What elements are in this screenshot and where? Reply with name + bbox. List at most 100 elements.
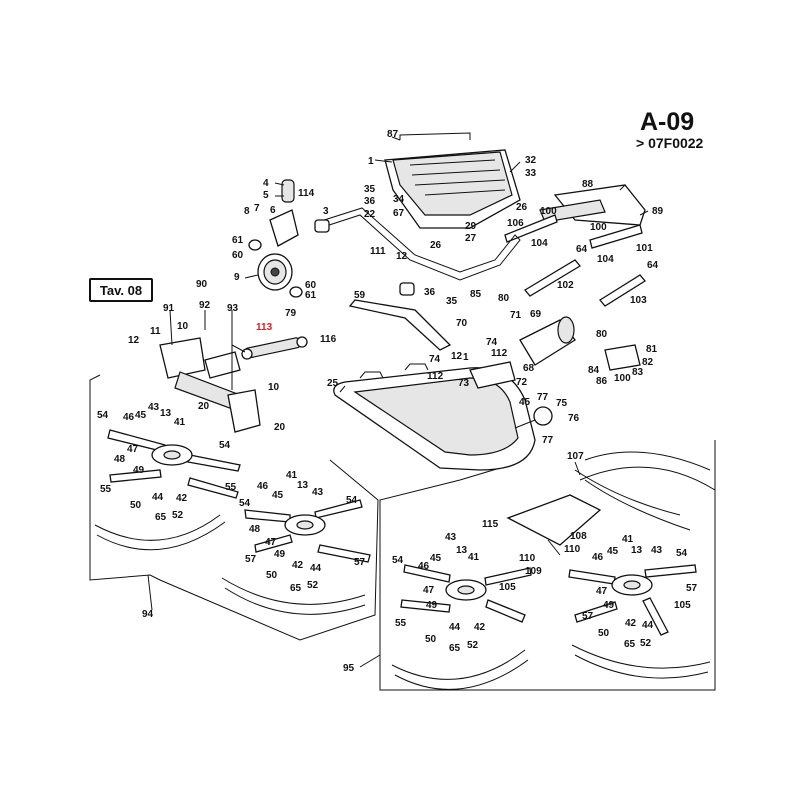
label-103[interactable]: 103 [630, 295, 647, 306]
label-46d[interactable]: 46 [592, 552, 604, 563]
label-81[interactable]: 81 [646, 344, 658, 355]
label-45d[interactable]: 45 [430, 553, 442, 564]
label-74b[interactable]: 74 [429, 354, 441, 365]
label-100[interactable]: 100 [540, 206, 557, 217]
label-107[interactable]: 107 [567, 451, 584, 462]
label-57b[interactable]: 57 [354, 557, 366, 568]
label-59[interactable]: 59 [354, 290, 366, 301]
label-83[interactable]: 83 [632, 367, 644, 378]
label-54[interactable]: 54 [97, 410, 109, 421]
label-70[interactable]: 70 [456, 318, 468, 329]
label-64[interactable]: 64 [576, 244, 588, 255]
label-111[interactable]: 111 [370, 246, 386, 257]
label-13c[interactable]: 13 [456, 545, 468, 556]
label-104b[interactable]: 104 [597, 254, 614, 265]
label-43[interactable]: 43 [148, 402, 160, 413]
label-35b[interactable]: 35 [446, 296, 458, 307]
label-61[interactable]: 61 [232, 235, 244, 246]
label-34[interactable]: 34 [393, 194, 405, 205]
label-116[interactable]: 116 [320, 334, 337, 345]
label-115[interactable]: 115 [482, 519, 499, 530]
label-67[interactable]: 67 [393, 208, 405, 219]
label-10b[interactable]: 10 [268, 382, 280, 393]
label-64b[interactable]: 64 [647, 260, 659, 271]
label-114[interactable]: 114 [298, 188, 315, 199]
label-57c[interactable]: 57 [686, 583, 698, 594]
label-112[interactable]: 112 [491, 348, 508, 359]
label-50d[interactable]: 50 [598, 628, 610, 639]
label-86[interactable]: 86 [596, 376, 608, 387]
label-12[interactable]: 12 [396, 251, 408, 262]
label-54d[interactable]: 54 [239, 498, 251, 509]
label-57d[interactable]: 57 [582, 611, 594, 622]
label-52b[interactable]: 52 [307, 580, 319, 591]
label-12c[interactable]: 12 [451, 351, 463, 362]
label-54b[interactable]: 54 [219, 440, 231, 451]
label-91[interactable]: 91 [163, 303, 175, 314]
label-41c[interactable]: 41 [468, 552, 480, 563]
label-42d[interactable]: 42 [625, 618, 637, 629]
label-49[interactable]: 49 [133, 465, 145, 476]
label-44b[interactable]: 44 [310, 563, 322, 574]
label-71[interactable]: 71 [510, 310, 522, 321]
label-85[interactable]: 85 [470, 289, 482, 300]
label-61b[interactable]: 61 [305, 290, 317, 301]
label-20[interactable]: 20 [198, 401, 210, 412]
label-47[interactable]: 47 [127, 444, 139, 455]
label-41b[interactable]: 41 [286, 470, 298, 481]
label-73[interactable]: 73 [458, 378, 470, 389]
label-54e[interactable]: 54 [392, 555, 404, 566]
label-1b[interactable]: 1 [463, 352, 469, 363]
label-9[interactable]: 9 [234, 272, 240, 283]
label-90[interactable]: 90 [196, 279, 208, 290]
label-35[interactable]: 35 [364, 184, 376, 195]
label-106[interactable]: 106 [507, 218, 524, 229]
label-77b[interactable]: 77 [542, 435, 554, 446]
label-36b[interactable]: 36 [424, 287, 436, 298]
label-47c[interactable]: 47 [423, 585, 435, 596]
label-26b[interactable]: 26 [430, 240, 442, 251]
label-25[interactable]: 25 [327, 378, 339, 389]
label-65c[interactable]: 65 [449, 643, 461, 654]
label-82[interactable]: 82 [642, 357, 654, 368]
label-42c[interactable]: 42 [474, 622, 486, 633]
label-5[interactable]: 5 [263, 190, 269, 201]
label-55[interactable]: 55 [100, 484, 112, 495]
label-45e[interactable]: 45 [607, 546, 619, 557]
label-79[interactable]: 79 [285, 308, 297, 319]
label-43d[interactable]: 43 [651, 545, 663, 556]
label-68[interactable]: 68 [523, 363, 535, 374]
label-44c[interactable]: 44 [449, 622, 461, 633]
label-77[interactable]: 77 [537, 392, 549, 403]
label-48[interactable]: 48 [114, 454, 126, 465]
label-10[interactable]: 10 [177, 321, 189, 332]
label-110[interactable]: 110 [564, 544, 581, 555]
label-47b[interactable]: 47 [265, 537, 277, 548]
label-12b[interactable]: 12 [128, 335, 140, 346]
reference-box[interactable]: Tav. 08 [89, 278, 153, 302]
label-50b[interactable]: 50 [266, 570, 278, 581]
label-110b[interactable]: 110 [519, 553, 536, 564]
label-50[interactable]: 50 [130, 500, 142, 511]
label-1[interactable]: 1 [368, 156, 374, 167]
label-26[interactable]: 26 [516, 202, 528, 213]
label-74[interactable]: 74 [486, 337, 498, 348]
label-32[interactable]: 32 [525, 155, 537, 166]
label-49d[interactable]: 49 [603, 600, 615, 611]
label-87[interactable]: 87 [387, 129, 399, 140]
label-54f[interactable]: 54 [676, 548, 688, 559]
label-20b[interactable]: 20 [274, 422, 286, 433]
label-65b[interactable]: 65 [290, 583, 302, 594]
label-80b[interactable]: 80 [596, 329, 608, 340]
label-33[interactable]: 33 [525, 168, 537, 179]
label-41d[interactable]: 41 [622, 534, 634, 545]
label-46b[interactable]: 46 [257, 481, 269, 492]
label-48b[interactable]: 48 [249, 524, 261, 535]
label-6[interactable]: 6 [270, 205, 276, 216]
label-54c[interactable]: 54 [346, 495, 358, 506]
label-105b[interactable]: 105 [674, 600, 691, 611]
label-22[interactable]: 22 [364, 209, 376, 220]
label-72[interactable]: 72 [516, 377, 528, 388]
label-101[interactable]: 101 [636, 243, 653, 254]
label-52d[interactable]: 52 [640, 638, 652, 649]
